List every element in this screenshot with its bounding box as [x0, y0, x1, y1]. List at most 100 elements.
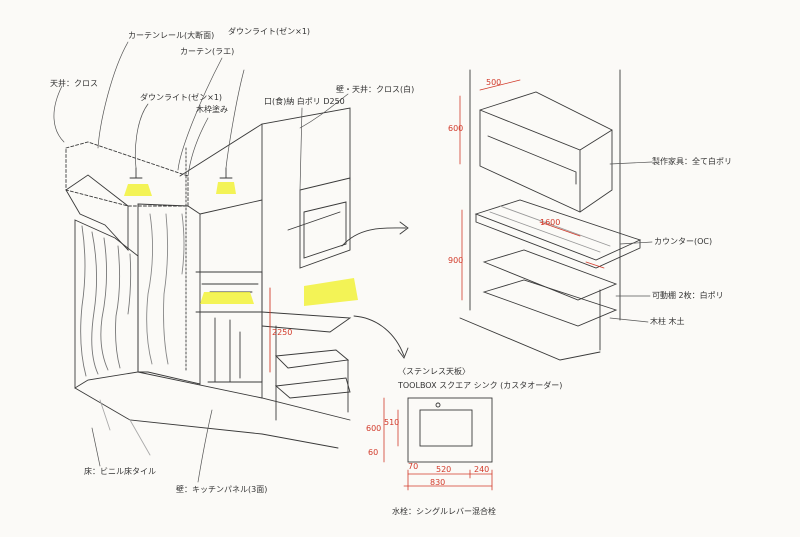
countertop-grain — [489, 205, 611, 253]
room-perspective — [65, 107, 352, 456]
sink-dims — [383, 397, 493, 491]
shelf-2 — [274, 377, 351, 399]
label-counter: カウンター(OC) — [654, 237, 713, 246]
upper-box-front — [479, 109, 613, 213]
wood-grain-6 — [146, 213, 154, 365]
shelf-supports — [275, 325, 349, 421]
shelf-1 — [275, 349, 350, 369]
sink-basin — [419, 409, 473, 447]
leader-support — [609, 317, 649, 323]
leader-lines-right — [609, 161, 653, 323]
dim-text-cab-500: 500 — [486, 78, 502, 87]
leader-7 — [299, 107, 303, 191]
wood-grain-1 — [80, 225, 87, 377]
leader-counter — [619, 241, 653, 245]
arrow-cabinet-head — [399, 221, 409, 235]
floor-shadow — [99, 399, 151, 456]
wood-grain-5 — [127, 253, 132, 315]
dim-text-cab-900: 900 — [448, 256, 464, 265]
dim-text-cab-1600: 1600 — [540, 218, 561, 227]
sink-pipes — [214, 317, 241, 383]
label-paint: 木枠塗み — [196, 105, 228, 114]
wood-grain-7 — [163, 213, 169, 365]
floor-back — [137, 371, 351, 421]
leader-2 — [97, 41, 129, 149]
label-curtain: カーテン(ラエ) — [180, 47, 235, 56]
label-downlight-left: ダウンライト(ゼン×1) — [140, 93, 223, 102]
dim-shelf — [585, 261, 605, 269]
sink-plan — [407, 397, 493, 463]
wood-grain-8 — [181, 213, 185, 275]
label-wall-panel: 壁：キッチンパネル(3面) — [176, 485, 268, 494]
shelf-lower — [482, 279, 618, 327]
back-top — [199, 199, 263, 215]
leader-lines-left — [53, 41, 349, 483]
label-sink-title: 〈ステンレス天板〉 — [398, 367, 470, 376]
niche-inner — [201, 283, 259, 293]
label-support: 木柱 木土 — [650, 317, 685, 326]
label-floor: 床：ビニル床タイル — [84, 467, 156, 476]
dim-text-510: 510 — [384, 418, 400, 427]
dim-text-70: 70 — [408, 462, 419, 471]
dim-text-60: 60 — [368, 448, 379, 457]
glow-1 — [124, 184, 152, 196]
downlight-1 — [129, 167, 143, 179]
glow-4 — [304, 278, 358, 306]
ceiling-dashed — [65, 141, 189, 207]
label-sink-model: TOOLBOX スクエア シンク (カスタオーダー) — [398, 381, 563, 390]
wood-grain-3 — [100, 237, 109, 371]
cabinet-isometric — [459, 69, 642, 361]
floor-iso — [459, 317, 601, 361]
arrow-sink-head — [397, 347, 409, 359]
leader-panel — [197, 409, 213, 483]
wood-grain-2 — [91, 231, 99, 375]
dim-text-240: 240 — [474, 465, 490, 474]
label-cabinet: 製作家具：全て白ポリ — [652, 157, 732, 166]
ceiling-right — [179, 107, 351, 181]
floor-line — [74, 387, 339, 449]
leader-5 — [225, 69, 245, 169]
dim-text-2250: 2250 — [272, 328, 293, 337]
counter-top — [261, 311, 352, 333]
sink-cabinet — [197, 311, 263, 383]
cabinet-dims — [459, 79, 605, 301]
label-wall-ceiling: 壁・天井：クロス(白) — [336, 85, 415, 94]
dim-counter — [539, 221, 581, 237]
leader-3 — [134, 103, 149, 169]
label-curtain-rail: カーテンレール(大断面) — [128, 31, 215, 40]
arrow-cabinet — [341, 227, 407, 247]
sink-outer — [407, 397, 493, 463]
label-ceiling: 天井：クロス — [50, 79, 98, 88]
glow-2 — [216, 182, 236, 194]
label-faucet: 水栓：シングルレバー混合栓 — [392, 507, 496, 516]
leader-1 — [53, 85, 65, 143]
dim-ticks — [407, 469, 493, 491]
shelf-upper — [482, 249, 618, 301]
label-downlight-right: ダウンライト(ゼン×1) — [228, 27, 311, 36]
glow-3 — [200, 292, 254, 304]
dim-text-cab-600: 600 — [448, 124, 464, 133]
countertop — [474, 199, 642, 261]
arrow-sink — [353, 315, 405, 357]
sink-drain — [435, 402, 441, 408]
dim-top — [479, 79, 521, 91]
leader-8 — [299, 93, 349, 129]
downlight-2 — [219, 167, 233, 179]
upper-box-inner — [487, 135, 577, 185]
label-mouth-frame: 口(食)納 白ポリ D250 — [264, 97, 345, 106]
upper-cabinet — [299, 177, 351, 269]
countertop-edge — [475, 213, 641, 269]
leader-cabinet — [609, 161, 653, 165]
cabinet-edge — [287, 211, 341, 231]
light-glows — [124, 182, 358, 306]
wood-grain-4 — [115, 245, 121, 369]
dim-text-600: 600 — [366, 424, 382, 433]
leader-6 — [187, 117, 209, 177]
label-shelf: 可動棚 2枚：白ポリ — [652, 291, 724, 300]
leader-4 — [177, 57, 223, 171]
cabinet-door — [303, 201, 347, 259]
dim-text-520: 520 — [436, 465, 452, 474]
leader-floor — [91, 427, 101, 467]
